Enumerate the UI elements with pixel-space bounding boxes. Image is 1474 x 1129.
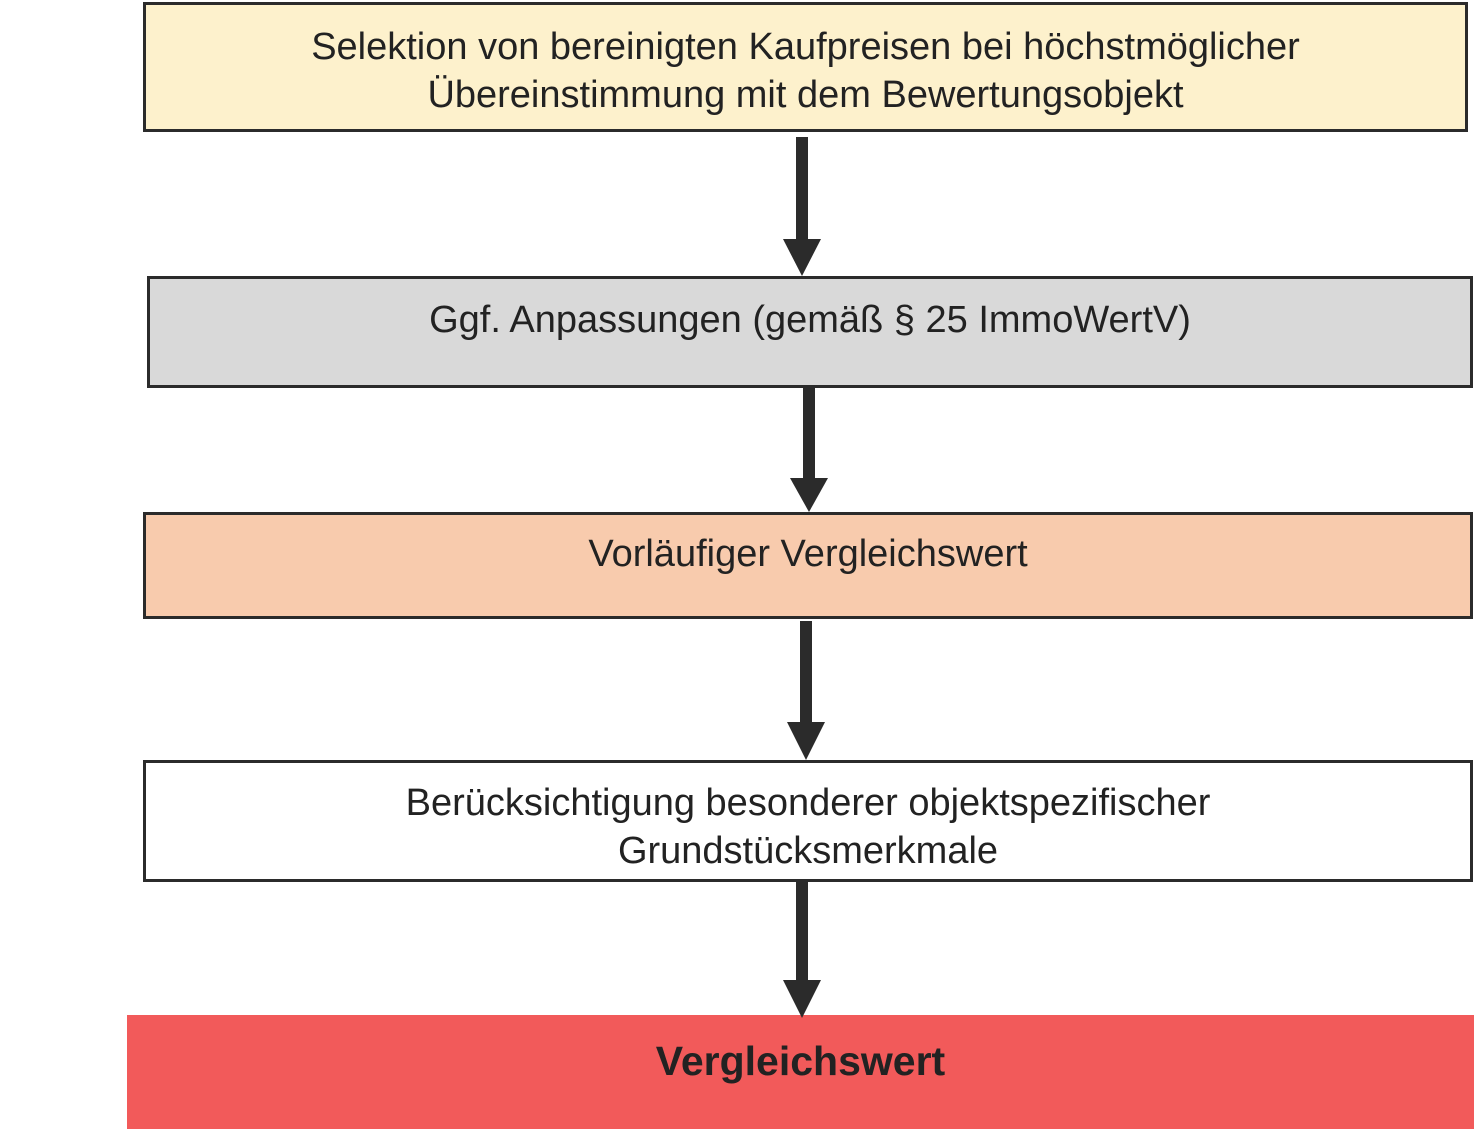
step-adjustments-box: Ggf. Anpassungen (gemäß § 25 ImmoWertV) (147, 276, 1473, 388)
step-special-features-box: Berücksichtigung besonderer objektspezif… (143, 760, 1473, 882)
step-preliminary-value-box: Vorläufiger Vergleichswert (143, 512, 1473, 619)
result-box: Vergleichswert (127, 1015, 1474, 1129)
arrow-1-shaft (796, 137, 808, 241)
step-special-features-line-2: Grundstücksmerkmale (617, 830, 999, 872)
arrow-3-shaft (800, 621, 812, 724)
arrow-3 (787, 621, 825, 760)
step-selection-line-1: Selektion von bereinigten Kaufpreisen be… (311, 26, 1300, 68)
step-selection-line-2: Übereinstimmung mit dem Bewertungsobjekt (427, 74, 1184, 116)
arrow-4-shaft (796, 882, 808, 982)
arrow-1 (783, 137, 821, 276)
arrow-4-head (783, 980, 821, 1018)
result-label: Vergleichswert (655, 1038, 946, 1084)
arrow-3-head (787, 722, 825, 760)
step-preliminary-value-label: Vorläufiger Vergleichswert (588, 533, 1028, 575)
arrow-2-head (790, 478, 828, 512)
step-selection-box: Selektion von bereinigten Kaufpreisen be… (143, 2, 1468, 132)
arrow-2 (790, 388, 828, 512)
arrow-1-head (783, 239, 821, 276)
arrow-2-shaft (803, 388, 815, 480)
step-special-features-line-1: Berücksichtigung besonderer objektspezif… (405, 782, 1211, 824)
arrow-4 (783, 882, 821, 1018)
step-adjustments-label: Ggf. Anpassungen (gemäß § 25 ImmoWertV) (429, 299, 1191, 341)
